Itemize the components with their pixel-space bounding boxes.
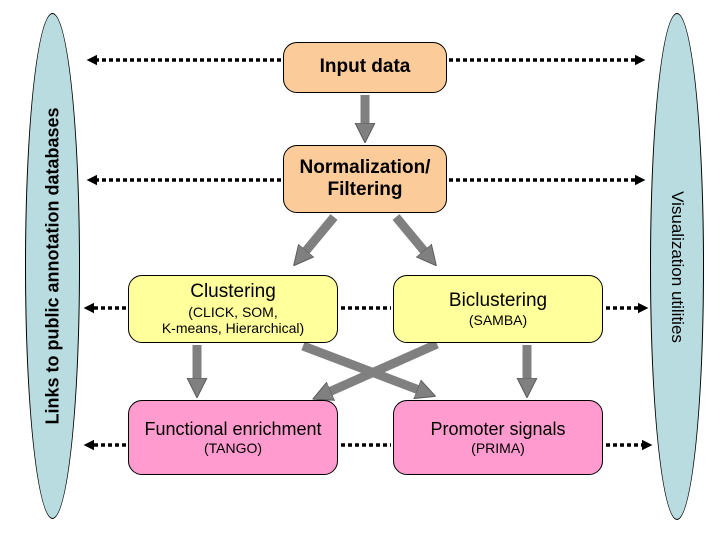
node-biclustering-title: Biclustering <box>448 289 548 311</box>
node-normalization-line2: Filtering <box>327 179 403 200</box>
node-input-data-title: Input data <box>319 56 411 78</box>
node-promoter-signals: Promoter signals (PRIMA) <box>393 400 603 475</box>
node-functional-enrichment: Functional enrichment (TANGO) <box>128 400 338 475</box>
right-rail-label: Visualization utilities <box>668 190 687 343</box>
arrow-normalization-to-clustering <box>305 214 338 252</box>
node-biclustering-detail1: (SAMBA) <box>468 311 528 328</box>
node-normalization-line1: Normalization/ <box>299 156 431 178</box>
arrow-clustering-to-promoter <box>301 341 419 390</box>
node-biclustering: Biclustering (SAMBA) <box>393 275 603 343</box>
node-clustering-detail1: (CLICK, SOM, <box>188 303 278 320</box>
node-clustering-title: Clustering <box>190 281 276 303</box>
node-input-data: Input data <box>283 42 447 93</box>
node-promoter-signals-detail1: (PRIMA) <box>471 439 525 456</box>
node-functional-enrichment-detail1: (TANGO) <box>203 439 263 456</box>
arrow-normalization-to-biclustering <box>392 214 425 252</box>
left-rail-ellipse: Links to public annotation databases <box>25 13 80 519</box>
node-functional-enrichment-title: Functional enrichment <box>144 418 322 439</box>
node-normalization: Normalization/ Filtering <box>283 145 447 213</box>
arrow-biclustering-to-functional <box>329 339 439 392</box>
node-promoter-signals-title: Promoter signals <box>430 418 566 439</box>
node-clustering-detail2: K-means, Hierarchical) <box>161 320 305 337</box>
left-rail-label: Links to public annotation databases <box>42 107 62 425</box>
node-clustering: Clustering (CLICK, SOM, K-means, Hierarc… <box>128 275 338 343</box>
right-rail-ellipse: Visualization utilities <box>650 13 704 520</box>
